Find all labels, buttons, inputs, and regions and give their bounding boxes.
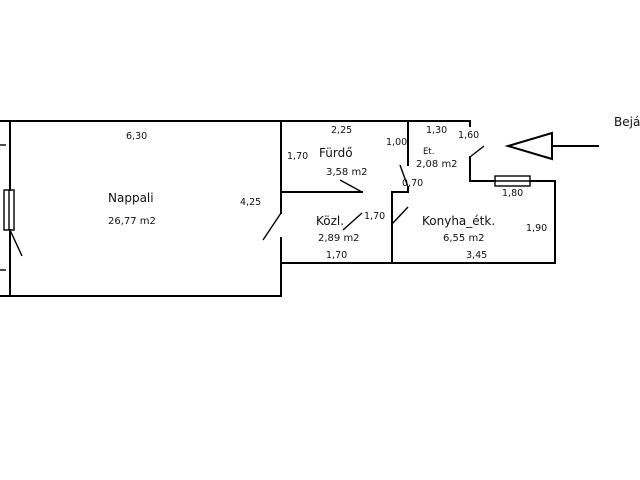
dim-et-door: 0,70 [402,178,423,189]
dim-furdo-height: 1,70 [287,151,308,162]
konyha-window [494,175,531,187]
kozl-door-leaf [342,212,363,231]
nappali-window [0,144,15,271]
konyha-door-leaf [391,206,409,225]
dim-et-width: 1,30 [426,125,447,136]
dim-kozl-width: 1,70 [326,250,347,261]
dim-nappali-height: 4,25 [240,197,261,208]
lower-rooms-walls [280,180,556,264]
furdo-area: 3,58 m2 [326,167,368,178]
nappali-window-swing [9,229,23,257]
konyha-area: 6,55 m2 [443,233,485,244]
et-label: Et. [423,147,434,157]
furdo-door-leaf [339,179,363,193]
upper-rooms-walls [280,120,471,193]
et-door-leaf [399,164,409,188]
et-area: 2,08 m2 [416,159,458,170]
dim-konyha-height: 1,90 [526,223,547,234]
dim-konyha-window: 1,80 [502,188,523,199]
entrance-door-leaf [469,145,485,158]
dim-nappali-width: 6,30 [126,131,147,142]
nappali-area: 26,77 m2 [108,216,156,227]
nappali-door-leaf [262,212,282,241]
entrance-arrow [504,131,599,161]
dim-kozl-height: 1,70 [364,211,385,222]
dim-konyha-width: 3,45 [466,250,487,261]
konyha-label: Konyha_étk. [422,214,495,228]
dim-furdo-width: 2,25 [331,125,352,136]
entrance-label: Bejá [614,115,640,129]
dim-furdo-door: 1,00 [386,137,407,148]
nappali-label: Nappali [108,191,154,205]
furdo-label: Fürdő [319,146,353,160]
dim-et-height: 1,60 [458,130,479,141]
kozl-area: 2,89 m2 [318,233,360,244]
nappali-walls [0,120,282,297]
kozl-label: Közl. [316,214,344,228]
